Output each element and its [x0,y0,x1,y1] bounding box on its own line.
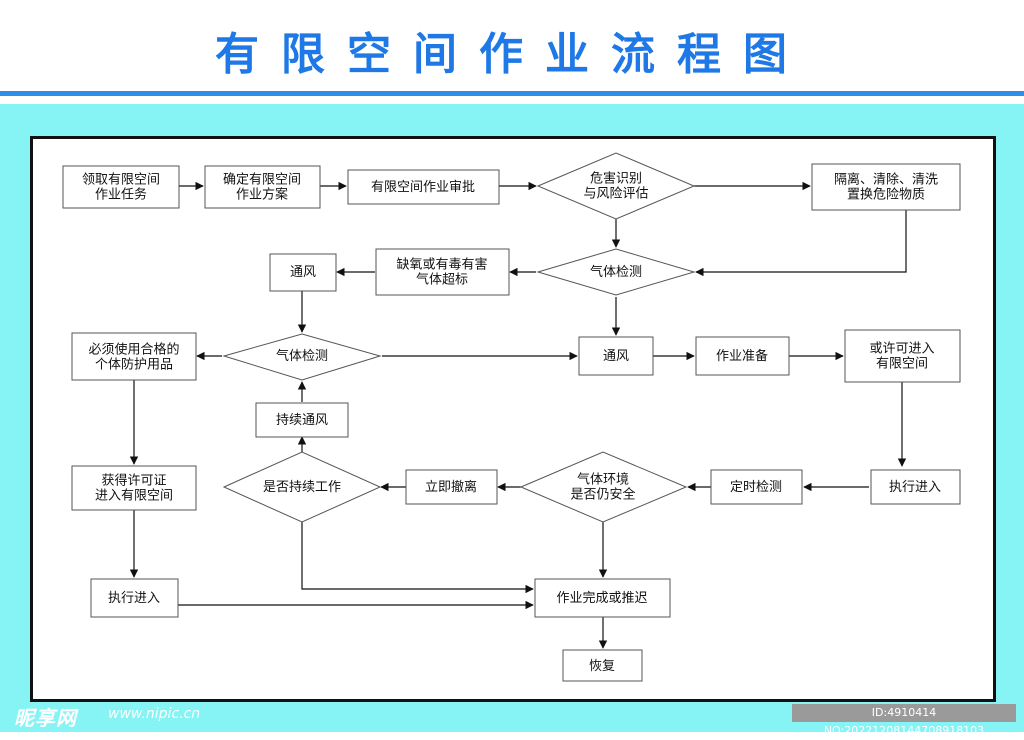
node-label: 缺氧或有毒有害气体超标 [396,256,487,287]
node-n6: 气体检测 [536,248,696,296]
node-label: 或许可进入有限空间 [869,341,934,371]
node-n22: 作业完成或推迟 [534,578,671,618]
node-label: 执行进入 [108,591,160,606]
node-n15: 是否持续工作 [222,451,382,523]
node-label: 必须使用合格的个体防护用品 [88,341,179,372]
node-n16: 立即撤离 [405,469,498,505]
node-n18: 定时检测 [710,469,803,505]
node-label: 立即撤离 [425,479,477,495]
watermark-url: www.nipic.cn [108,706,201,722]
node-label: 持续通风 [276,413,328,428]
node-n21: 执行进入 [90,578,179,618]
node-label: 恢复 [589,659,615,674]
node-n10: 必须使用合格的个体防护用品 [71,332,197,381]
node-label: 通风 [290,265,316,280]
node-label: 作业准备 [716,348,768,364]
node-n2: 确定有限空间作业方案 [204,165,321,209]
node-label: 隔离、清除、清洗置换危险物质 [834,171,938,202]
node-n23: 恢复 [562,649,643,682]
watermark-logo: 昵享网 [14,706,77,730]
node-label: 是否持续工作 [263,480,341,495]
node-label: 气体检测 [276,348,328,364]
edge-n15-n22 [301,522,534,594]
node-n19: 执行进入 [870,469,961,505]
node-label: 执行进入 [889,480,941,495]
node-n1: 领取有限空间作业任务 [62,165,180,209]
node-n7: 缺氧或有毒有害气体超标 [375,248,510,296]
diagram-frame [30,136,996,702]
title-rule [0,91,1024,96]
node-n4: 危害识别与风险评估 [536,152,696,220]
node-n9: 气体检测 [222,333,382,381]
node-label: 危害识别与风险评估 [583,170,648,201]
node-label: 气体检测 [590,264,642,280]
node-label: 领取有限空间作业任务 [82,172,160,202]
node-n13: 或许可进入有限空间 [844,329,961,383]
node-n11: 通风 [578,336,654,376]
watermark-id: ID:4910414 NO:20221208144708918103 [792,704,1016,737]
node-n14: 持续通风 [255,402,349,438]
node-label: 气体环境是否仍安全 [570,471,635,502]
node-n12: 作业准备 [695,336,790,376]
node-label: 作业完成或推迟 [556,591,647,606]
node-label: 定时检测 [730,480,782,495]
node-label: 确定有限空间作业方案 [223,172,301,202]
page-title: 有限空间作业流程图 [215,29,809,80]
node-n8: 通风 [269,253,337,292]
edges [129,181,907,649]
node-label: 获得许可证进入有限空间 [95,472,173,503]
node-label: 通风 [603,349,629,364]
header: 有限空间作业流程图 [0,0,1024,97]
node-label: 有限空间作业审批 [371,180,475,195]
node-n3: 有限空间作业审批 [347,169,500,205]
node-n17: 气体环境是否仍安全 [519,451,688,523]
node-n20: 获得许可证进入有限空间 [71,465,197,511]
edge-n5-n6 [695,210,907,277]
node-n5: 隔离、清除、清洗置换危险物质 [811,163,961,211]
